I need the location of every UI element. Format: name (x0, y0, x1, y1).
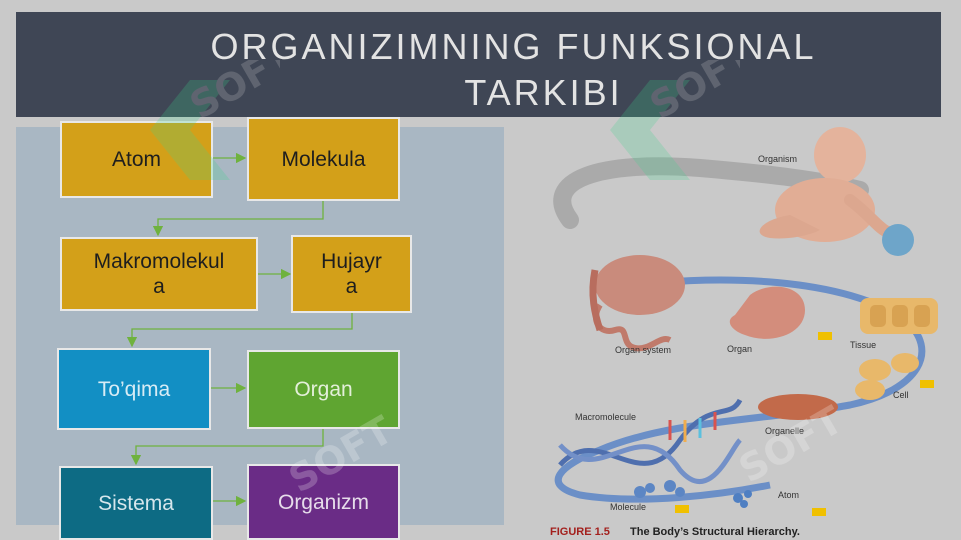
label-organ: Organ (727, 344, 752, 354)
box-organizm: Organizm (247, 464, 400, 540)
molecule-illustration (634, 480, 685, 498)
title-bar: ORGANIZIMNING FUNKSIONAL TARKIBI (16, 12, 941, 117)
organ-system-illustration (589, 255, 685, 352)
box-toqima: To’qima (57, 348, 211, 430)
atom-illustration (733, 490, 752, 508)
box-toqima-label: To’qima (97, 377, 171, 401)
note-icon (818, 332, 832, 340)
box-makromolekula-label: Makromolekul a (93, 250, 225, 298)
note-icon (675, 505, 689, 513)
body-hierarchy-figure: Organism Organ system Organ Tissue Cell (550, 127, 938, 538)
box-hujayra-label: Hujayr a (321, 250, 382, 298)
hierarchy-blue-ribbon (554, 276, 926, 503)
label-organelle: Organelle (765, 426, 804, 436)
box-makromolekula: Makromolekul a (60, 237, 258, 311)
box-molekula-label: Molekula (281, 147, 366, 171)
label-atom: Atom (778, 490, 799, 500)
box-hujayra: Hujayr a (291, 235, 412, 313)
label-cell: Cell (893, 390, 909, 400)
label-organism: Organism (758, 154, 797, 164)
label-organ-system: Organ system (615, 345, 671, 355)
tissue-illustration (860, 298, 938, 334)
organism-baby-illustration (759, 127, 914, 256)
macromolecule-dna-illustration (558, 398, 743, 484)
slide-title-line-1: ORGANIZIMNING FUNKSIONAL (210, 26, 817, 67)
box-organ: Organ (247, 350, 400, 429)
label-molecule: Molecule (610, 502, 646, 512)
note-icon (920, 380, 934, 388)
box-atom: Atom (60, 121, 213, 198)
box-organ-label: Organ (294, 378, 353, 401)
box-organizm-label: Organizm (277, 490, 370, 514)
box-sistema: Sistema (59, 466, 213, 540)
label-tissue: Tissue (850, 340, 876, 350)
box-atom-label: Atom (111, 148, 161, 171)
organ-stomach-illustration (729, 286, 805, 339)
figure-caption-number: FIGURE 1.5 (550, 526, 610, 538)
label-macromolecule: Macromolecule (575, 412, 636, 422)
box-molekula: Molekula (247, 117, 400, 201)
figure-caption-text: The Body’s Structural Hierarchy. (630, 526, 800, 538)
organelle-mitochondrion-illustration (758, 394, 838, 420)
cell-illustration (855, 353, 919, 400)
note-icon (812, 508, 826, 516)
box-sistema-label: Sistema (98, 491, 174, 515)
slide-title-line-2: TARKIBI (464, 72, 623, 113)
